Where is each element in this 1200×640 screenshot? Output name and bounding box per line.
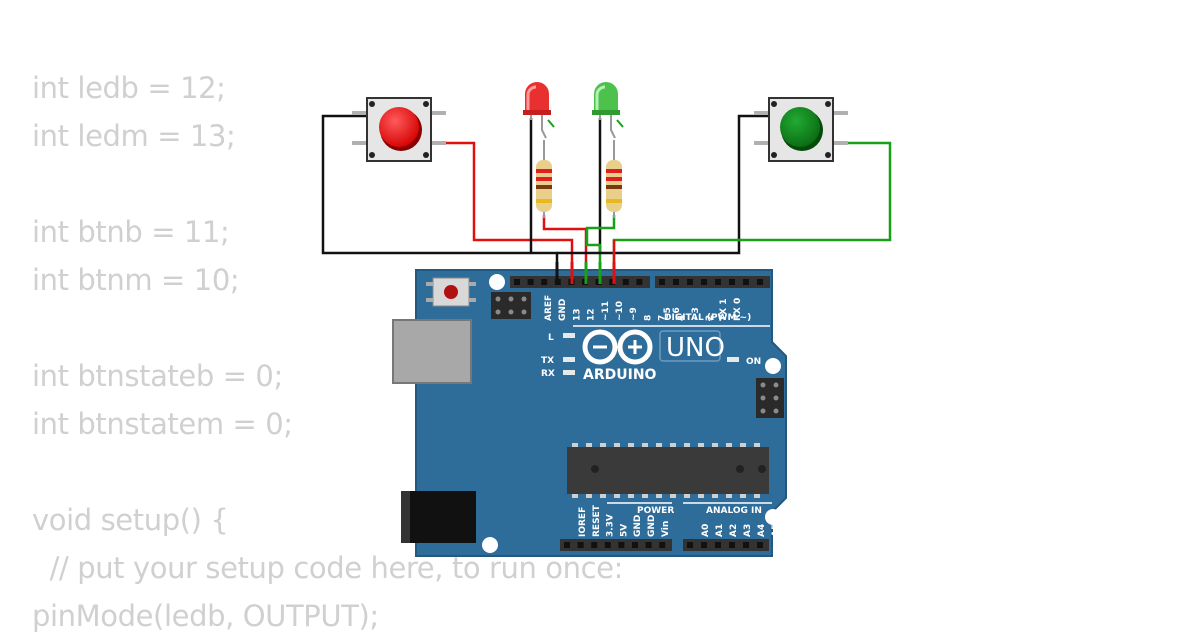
pin-label: ~6 [672, 307, 682, 321]
pin-label: GND [633, 515, 643, 537]
uno-model-label: UNO [666, 333, 725, 363]
reset-button[interactable] [426, 277, 476, 307]
header-pin-hole[interactable] [514, 279, 520, 285]
pin-label: Vin [661, 521, 671, 537]
header-pin-hole[interactable] [701, 542, 707, 548]
header-pin-hole[interactable] [757, 542, 763, 548]
header-pin-hole[interactable] [687, 542, 693, 548]
pin-label: TX 1 [719, 299, 729, 321]
arduino-uno-board[interactable]: DIGITAL (PWM ~) ARDUINO UNO L TX RX ON P… [392, 269, 787, 557]
header-pin-hole[interactable] [715, 279, 721, 285]
header-pin-hole[interactable] [527, 279, 534, 285]
pin-label: 13 [572, 308, 582, 321]
code-line: void setup() { [32, 503, 229, 537]
wire-red-led-signal[interactable] [542, 215, 588, 281]
led-green[interactable] [592, 82, 624, 139]
analog-in-label: ANALOG IN [706, 506, 762, 516]
header-pin-hole[interactable] [659, 279, 665, 285]
code-line: int ledm = 13; [32, 119, 236, 153]
pin-label: A3 [743, 524, 753, 537]
pin-label: 12 [587, 308, 597, 321]
usb-port [392, 319, 472, 384]
red-button-cap[interactable] [379, 107, 419, 147]
pin-label: A4 [757, 524, 767, 537]
header-pin-hole[interactable] [541, 279, 548, 285]
header-pin-hole[interactable] [609, 279, 616, 285]
code-line: int ledb = 12; [32, 71, 226, 105]
header-pin-hole[interactable] [743, 279, 749, 285]
header-pin-hole[interactable] [743, 542, 749, 548]
pin-label: ~9 [629, 307, 639, 321]
code-line: int btnb = 11; [32, 215, 230, 249]
wire-right-button-gnd[interactable] [557, 114, 770, 255]
pin-label: ~5 [663, 307, 673, 321]
code-line: pinMode(ledb, OUTPUT); [32, 599, 379, 633]
header-pin-hole[interactable] [604, 542, 611, 548]
header-pin-hole[interactable] [564, 542, 570, 548]
resistor-right[interactable] [606, 140, 622, 218]
header-pin-hole[interactable] [577, 542, 584, 548]
header-pin-hole[interactable] [645, 542, 652, 548]
header-pin-hole[interactable] [729, 279, 735, 285]
wire-left-button-gnd[interactable] [321, 114, 559, 281]
on-led-label: ON [746, 357, 761, 367]
pin-label: 5V [619, 524, 629, 537]
wire-green-led-signal[interactable] [585, 215, 616, 281]
pin-label: IOREF [578, 507, 588, 537]
pin-label: ~3 [691, 307, 701, 321]
pin-label: 2 [705, 315, 715, 321]
power-jack [401, 491, 476, 543]
pin-label: GND [558, 299, 568, 321]
pin-label: RESET [592, 504, 602, 537]
pin-label: A2 [729, 524, 739, 537]
pin-label: RX 0 [733, 298, 743, 321]
resistor-left[interactable] [536, 140, 552, 218]
arduino-brand-label: ARDUINO [583, 367, 657, 383]
header-pin-hole[interactable] [636, 279, 643, 285]
header-pin-hole[interactable] [659, 542, 666, 548]
pin-label: A1 [715, 524, 725, 537]
header-pin-hole[interactable] [757, 279, 763, 285]
header-pin-hole[interactable] [729, 542, 735, 548]
tx-led-label: TX [541, 356, 554, 366]
push-button-left[interactable] [352, 97, 446, 162]
atmega-chip [567, 447, 769, 494]
push-button-right[interactable] [754, 97, 848, 162]
rx-led-label: RX [541, 369, 555, 379]
pin-label: A5 [771, 524, 781, 537]
green-button-cap[interactable] [780, 107, 820, 147]
header-pin-hole[interactable] [715, 542, 721, 548]
led-red[interactable] [523, 82, 555, 139]
code-line: int btnstatem = 0; [32, 407, 293, 441]
pin-label: ~10 [615, 301, 625, 321]
pin-label: GND [647, 515, 657, 537]
code-line: int btnstateb = 0; [32, 359, 283, 393]
wire-right-button-signal[interactable] [612, 141, 892, 281]
pin-label: A0 [701, 524, 711, 537]
pin-label: AREF [544, 295, 554, 321]
digital-pwm-label: DIGITAL (PWM ~) [664, 313, 751, 323]
header-pin-hole[interactable] [701, 279, 707, 285]
arduino-logo-icon [582, 329, 653, 365]
header-pin-hole[interactable] [622, 279, 629, 285]
pin-label: 7 [658, 315, 668, 321]
wire-ends [555, 262, 616, 284]
pin-label: 3.3V [606, 514, 616, 537]
header-pin-hole[interactable] [591, 542, 598, 548]
header-pin-hole[interactable] [673, 279, 679, 285]
header-pin-hole[interactable] [618, 542, 625, 548]
code-editor-background: int ledb = 12; int ledm = 13; int btnb = … [32, 64, 623, 640]
pin-label: 8 [643, 315, 653, 321]
pin-label: 4 [677, 315, 687, 321]
code-line: int btnm = 10; [32, 263, 240, 297]
header-pin-hole[interactable] [632, 542, 638, 548]
header-pin-hole[interactable] [687, 279, 693, 285]
power-label: POWER [637, 506, 674, 516]
pin-label: ~11 [601, 301, 611, 321]
l-led-label: L [548, 333, 554, 343]
analog-pin-labels: A0 A1 A2 A3 A4 A5 [701, 524, 781, 537]
